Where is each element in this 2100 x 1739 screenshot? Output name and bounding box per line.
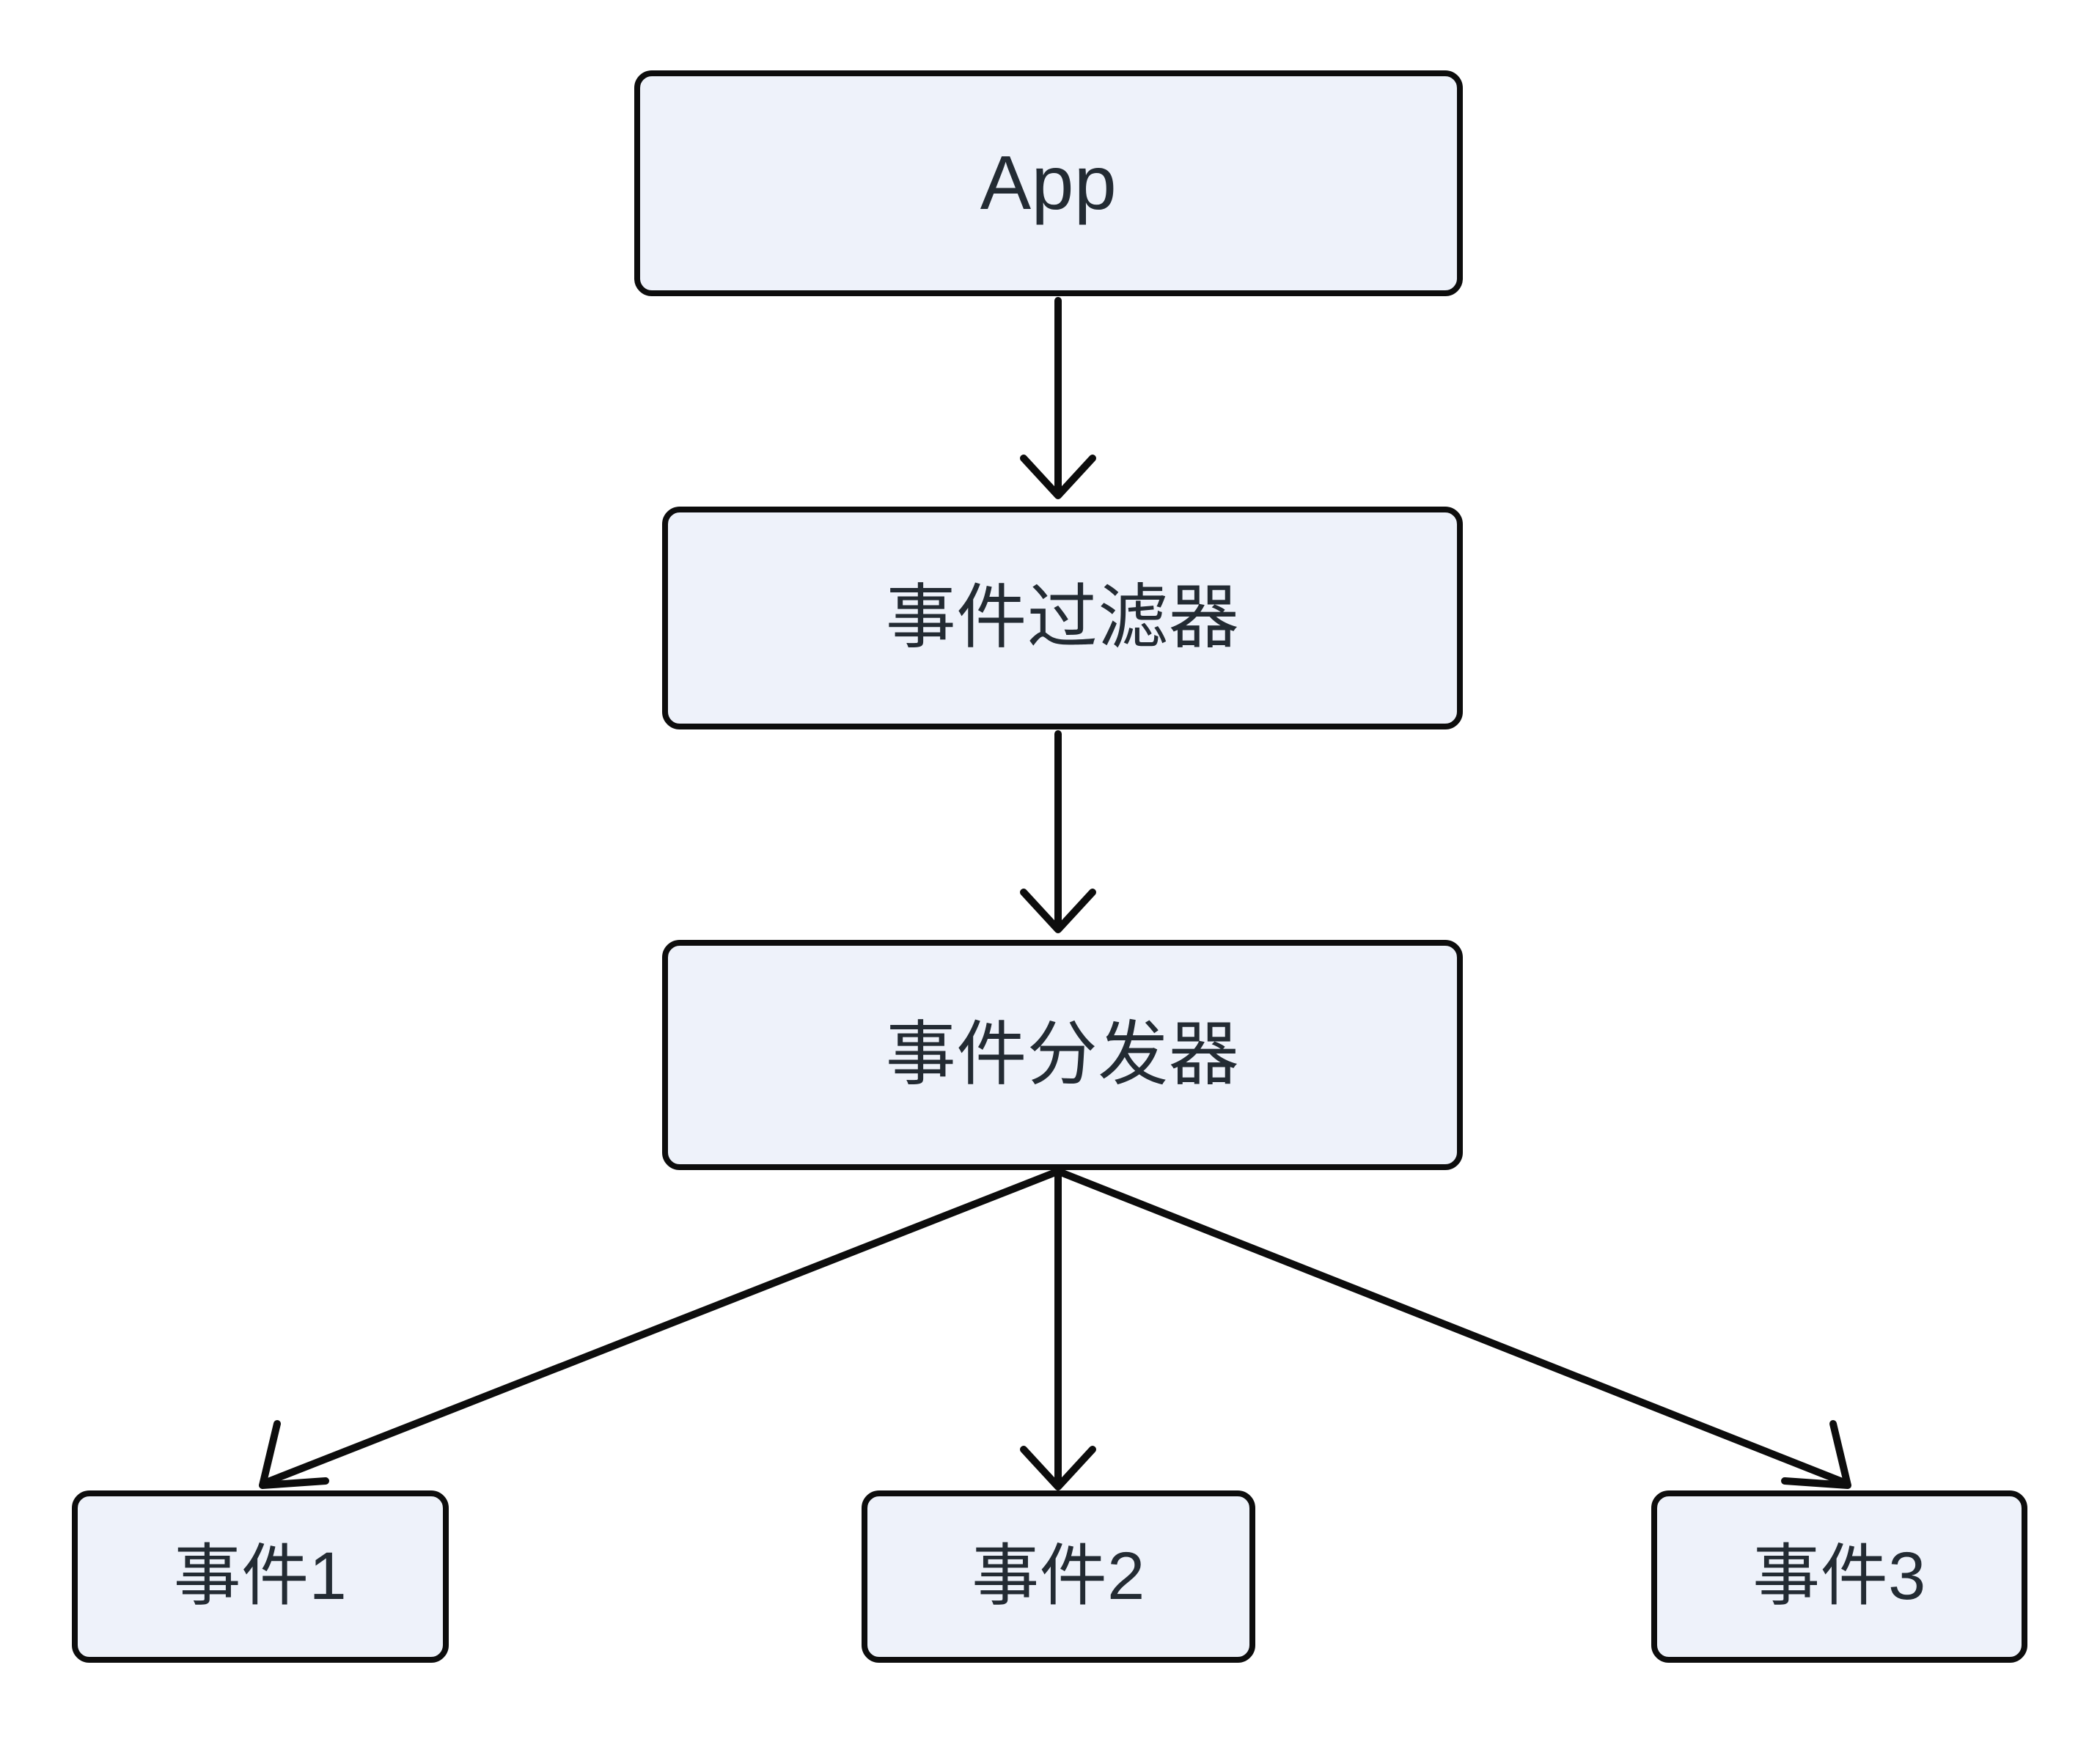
node-event-dispatcher[interactable]: 事件分发器 — [662, 940, 1463, 1170]
node-event-3-label: 事件3 — [1752, 1538, 1926, 1614]
node-event-1-label: 事件1 — [173, 1538, 348, 1614]
node-event-2[interactable]: 事件2 — [862, 1490, 1255, 1663]
node-event-filter[interactable]: 事件过滤器 — [662, 507, 1463, 729]
edge-filter-to-dispatcher — [1020, 730, 1096, 933]
node-event-2-label: 事件2 — [972, 1538, 1145, 1614]
node-event-3[interactable]: 事件3 — [1651, 1490, 2027, 1663]
edge-dispatcher-to-event3 — [1059, 1169, 1851, 1489]
node-event-dispatcher-label: 事件分发器 — [885, 1015, 1240, 1095]
node-event-filter-label: 事件过滤器 — [885, 578, 1240, 658]
node-app-label: App — [980, 140, 1117, 226]
edge-dispatcher-to-event2 — [1020, 1169, 1096, 1490]
edge-dispatcher-to-event1 — [259, 1169, 1057, 1489]
node-event-1[interactable]: 事件1 — [72, 1490, 449, 1663]
edge-app-to-filter — [1020, 297, 1096, 499]
node-app[interactable]: App — [634, 70, 1463, 296]
